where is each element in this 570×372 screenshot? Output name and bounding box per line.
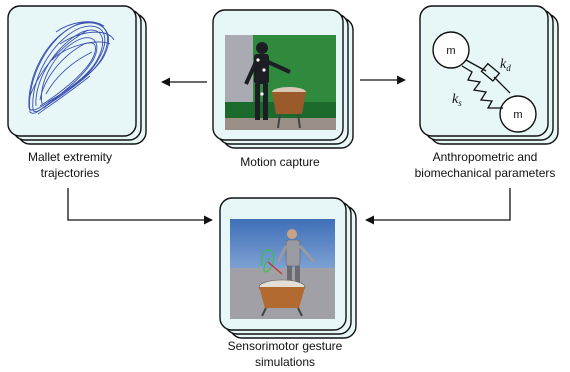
simulation-label: Sensorimotor gesture simulations bbox=[205, 338, 365, 370]
trajectories-label-line2: trajectories bbox=[40, 166, 100, 180]
parameters-label-line2: biomechanical parameters bbox=[414, 166, 556, 180]
mass-top-label: m bbox=[446, 45, 455, 57]
simulation-render bbox=[230, 219, 335, 319]
damper-label: kd bbox=[500, 57, 511, 73]
mass-bottom-circle bbox=[499, 95, 537, 133]
parameters-label-line1: Anthropometric and bbox=[432, 150, 538, 164]
spring-label: ks bbox=[452, 92, 462, 108]
trajectories-label: Mallet extremity trajectories bbox=[0, 149, 140, 181]
motion-capture-card bbox=[212, 9, 354, 149]
trajectory-plot bbox=[28, 21, 115, 115]
arrows bbox=[67, 75, 511, 225]
trajectories-label-line1: Mallet extremity bbox=[27, 150, 113, 164]
parameters-card: m m kd ks bbox=[419, 5, 559, 145]
simulation-card bbox=[219, 197, 357, 339]
motion-capture-label: Motion capture bbox=[240, 155, 320, 169]
arrow-parameters-to-simulation bbox=[365, 188, 511, 225]
arrow-trajectories-to-simulation bbox=[67, 188, 213, 225]
parameters-label: Anthropometric and biomechanical paramet… bbox=[400, 149, 570, 181]
simulation-label-line1: Sensorimotor gesture bbox=[227, 339, 343, 353]
motion-capture-photo bbox=[225, 35, 336, 130]
spring-damper-model: m m kd ks bbox=[432, 31, 537, 133]
mass-top-circle bbox=[432, 31, 470, 69]
mass-bottom-label: m bbox=[513, 109, 522, 121]
simulation-label-line2: simulations bbox=[254, 355, 316, 369]
trajectories-card bbox=[7, 5, 147, 145]
